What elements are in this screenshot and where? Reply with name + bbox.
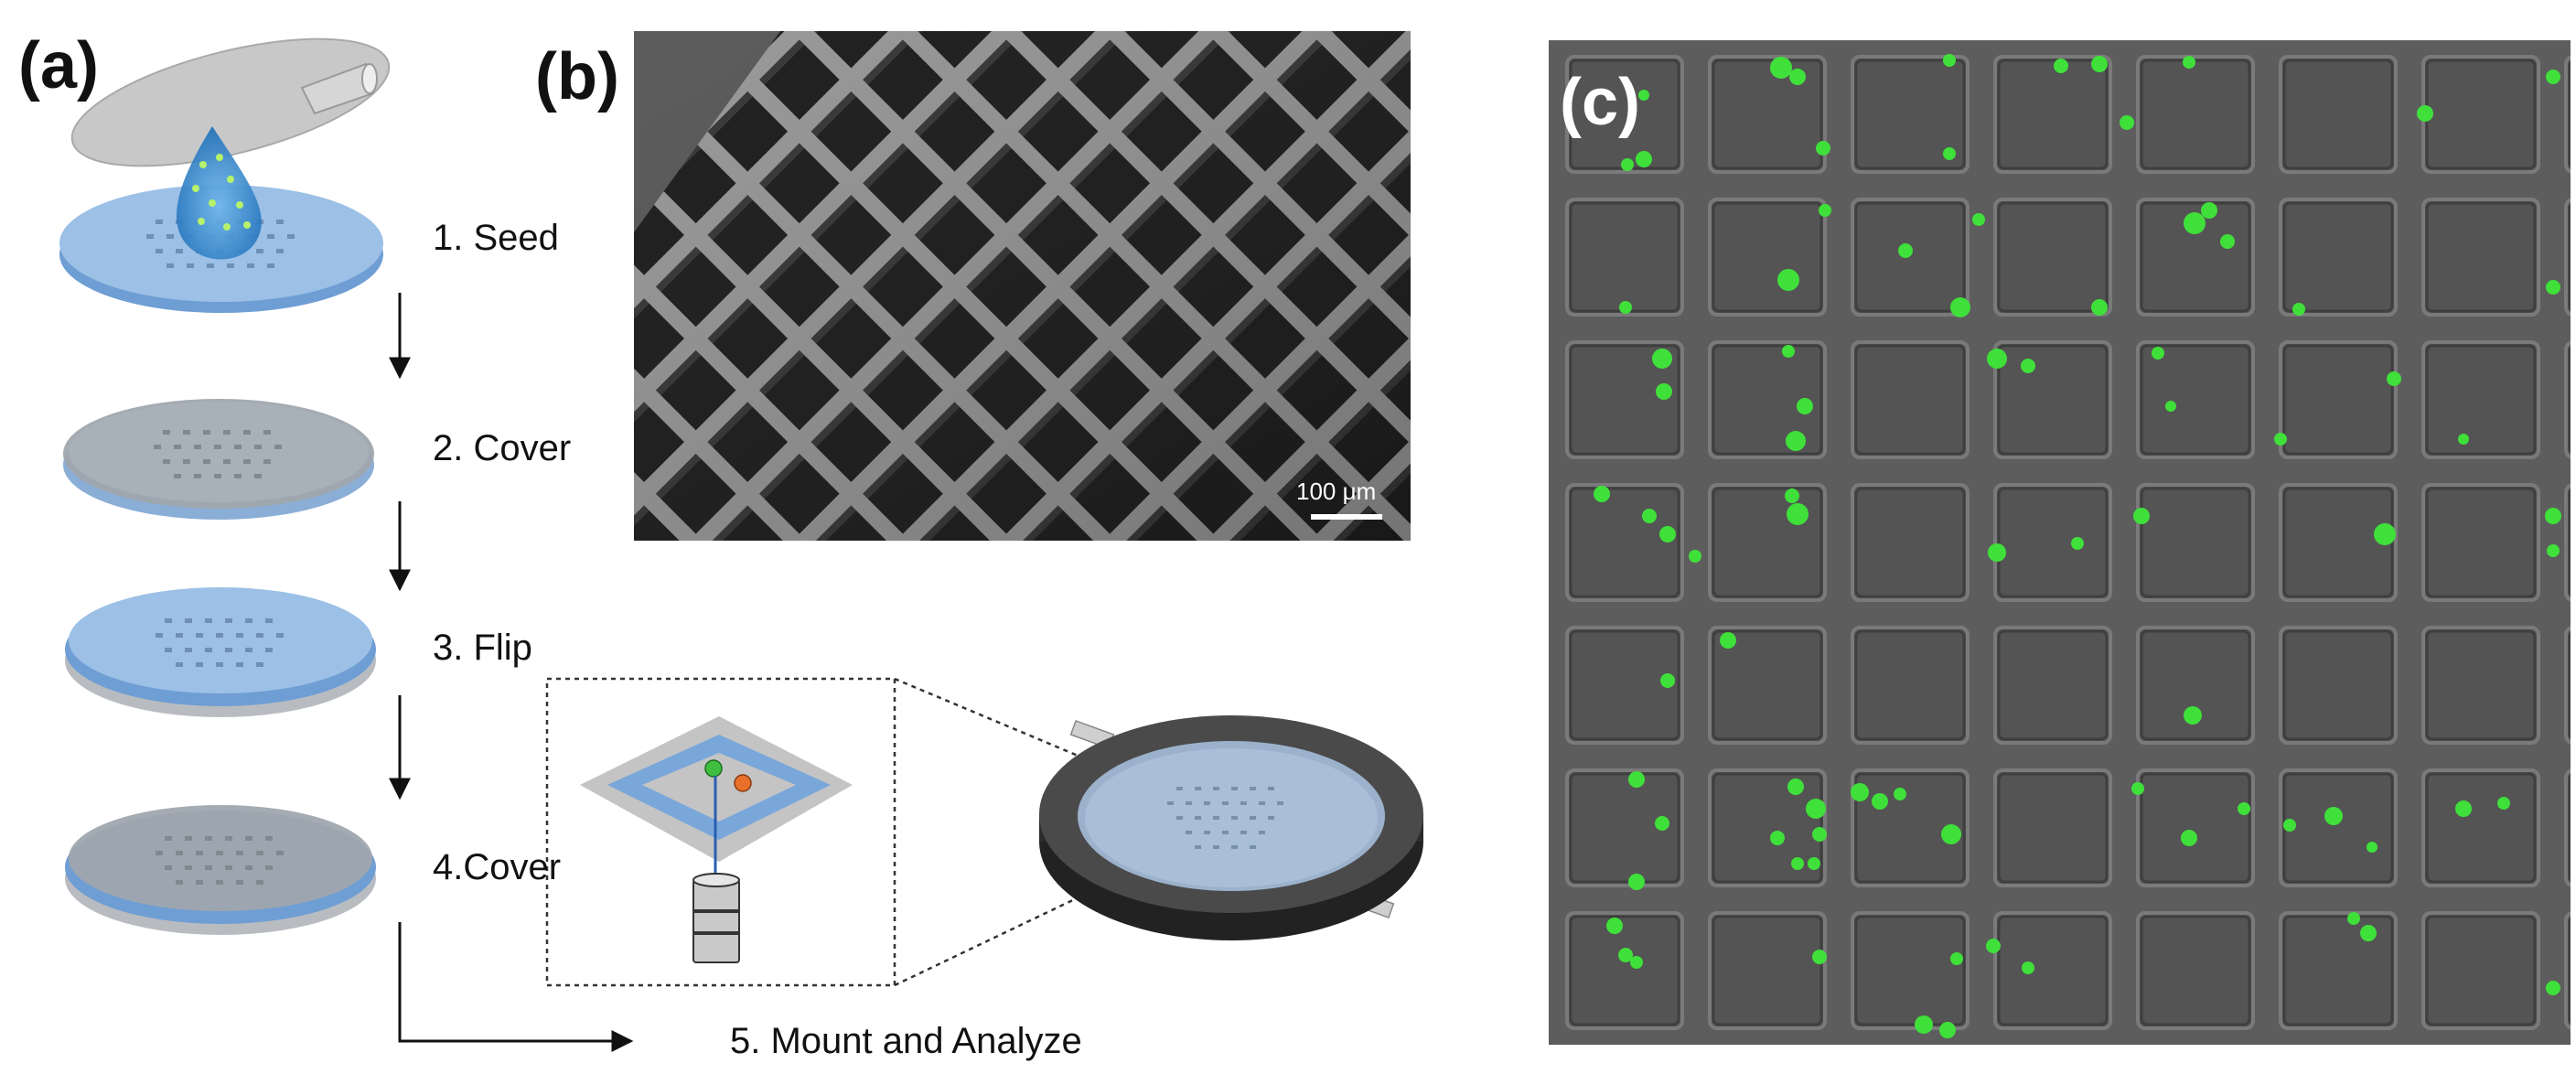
seed-illustration bbox=[59, 38, 391, 313]
step-2-label: 2. Cover bbox=[433, 428, 572, 468]
scale-bar-label: 100 μm bbox=[1296, 478, 1377, 505]
step-1-label: 1. Seed bbox=[433, 218, 559, 258]
sem-lattice bbox=[634, 31, 1411, 541]
recover-illustration bbox=[65, 805, 376, 935]
flow-arrows bbox=[389, 293, 634, 1052]
mount-illustration bbox=[545, 677, 1423, 987]
step-5-label: 5. Mount and Analyze bbox=[730, 1021, 1082, 1061]
panel-c-label: (c) bbox=[1560, 66, 1640, 139]
flip-illustration bbox=[65, 587, 376, 717]
panel-a-label: (a) bbox=[18, 29, 99, 102]
step-3-label: 3. Flip bbox=[433, 628, 532, 668]
sem-micrograph: 100 μm bbox=[634, 31, 1411, 541]
step-4-label: 4.Cover bbox=[433, 847, 562, 887]
cover-illustration bbox=[63, 399, 374, 520]
workflow-diagram bbox=[59, 38, 1423, 1052]
panel-b-label: (b) bbox=[535, 40, 619, 113]
fluorescence-micrograph: (c) bbox=[1549, 40, 2571, 1045]
green-cells bbox=[1594, 54, 2561, 1038]
scale-bar bbox=[1311, 514, 1382, 520]
well-grid bbox=[1549, 40, 2571, 1045]
